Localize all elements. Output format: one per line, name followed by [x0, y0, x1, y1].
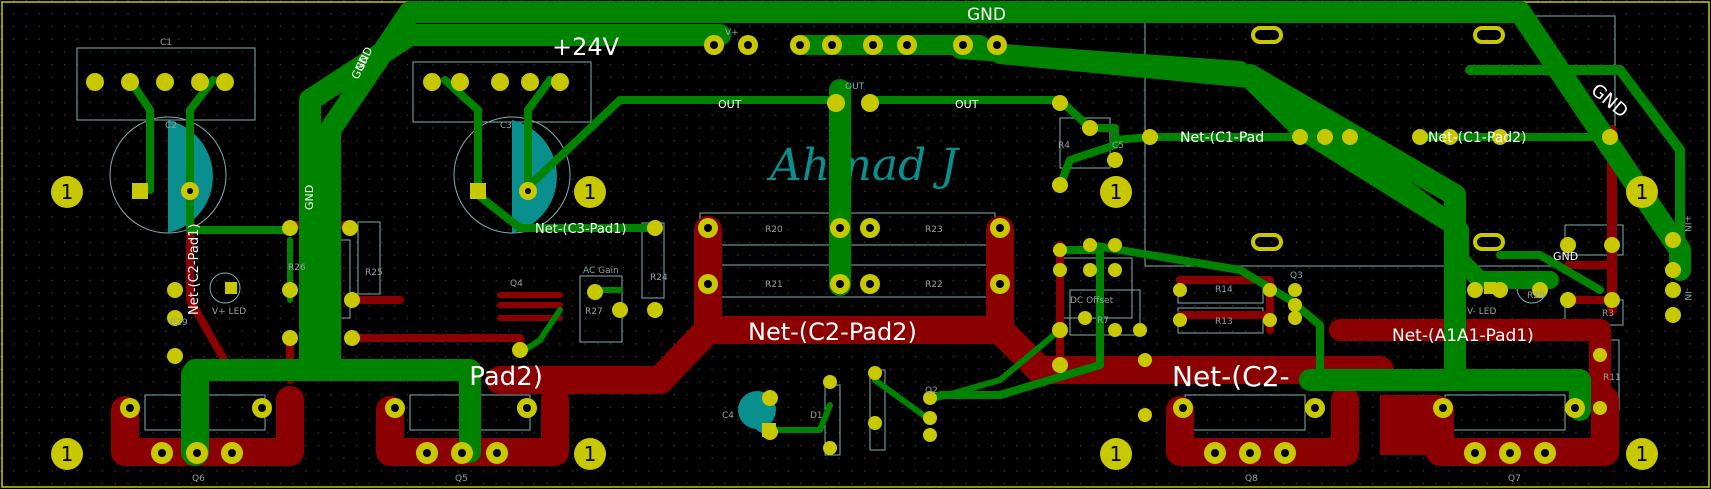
- pad-holes: [126, 41, 1579, 457]
- net-label-c1pad-a: Net-(C1-Pad: [1180, 130, 1264, 146]
- ref-d1: D1: [810, 411, 823, 421]
- ref-c5: C5: [1112, 141, 1124, 151]
- ref-r11: R11: [1603, 373, 1621, 383]
- net-label-out-right: OUT: [955, 98, 979, 111]
- net-label-gnd-top: GND: [967, 5, 1006, 25]
- net-label-out-center: OUT: [845, 82, 865, 92]
- ref-q5: Q5: [455, 474, 468, 484]
- pad-bottom: [120, 398, 1585, 464]
- net-label-vplus: V+: [725, 28, 739, 38]
- ref-c3: C3: [500, 121, 512, 131]
- net-label-plus24v: +24V: [552, 33, 620, 61]
- net-label-c2pad2-center: Net-(C2-Pad2): [748, 318, 917, 346]
- ref-r20: R20: [765, 225, 783, 235]
- pad-middle: [167, 218, 1681, 455]
- ref-r24: R24: [650, 273, 668, 283]
- net-label-c2pad1: Net-(C2-Pad1): [187, 224, 202, 315]
- ref-r13: R13: [1215, 317, 1233, 327]
- ref-q3: Q3: [1290, 271, 1303, 281]
- svg-text:1: 1: [1110, 180, 1123, 204]
- ref-q8: Q8: [1245, 474, 1258, 484]
- pads: [86, 35, 1681, 464]
- ref-r25: R25: [365, 268, 383, 278]
- ref-ac-gain: AC Gain: [583, 266, 619, 276]
- net-label-a1pad1: Net-(A1A1-Pad1): [1392, 326, 1534, 346]
- ref-r27: R27: [585, 307, 603, 317]
- svg-text:1: 1: [584, 442, 597, 466]
- ref-r4: R4: [1058, 141, 1070, 151]
- mounting-hole-6: 1: [574, 438, 606, 470]
- ref-q6: Q6: [192, 474, 205, 484]
- net-label-gnd-left-c: GND: [303, 185, 316, 210]
- mounting-slots: [1251, 26, 1505, 251]
- ref-r21: R21: [765, 280, 783, 290]
- ref-q4: Q4: [510, 279, 523, 289]
- ref-r29: R29: [170, 318, 188, 328]
- net-label-c2-right: Net-(C2-: [1172, 360, 1290, 393]
- ref-dc-offset: DC Offset: [1070, 296, 1114, 306]
- ref-c4: C4: [722, 411, 734, 421]
- designer-signature: Ahmad J: [766, 140, 960, 191]
- mounting-hole-7: 1: [1100, 438, 1132, 470]
- mounting-hole-8: 1: [1626, 438, 1658, 470]
- mounting-hole-4: 1: [1626, 176, 1658, 208]
- net-label-c1pad2: Net-(C1-Pad2): [1428, 130, 1526, 146]
- mounting-hole-1: 1: [51, 176, 83, 208]
- ref-c2: C2: [165, 121, 177, 131]
- reference-designators: C1 C2 C3 C4 C5 R20 R23 R21 R22 R24 R25 R…: [160, 38, 1692, 484]
- ref-r22: R22: [925, 280, 943, 290]
- svg-text:1: 1: [61, 180, 74, 204]
- ref-r3: R3: [1602, 309, 1614, 319]
- svg-text:1: 1: [1636, 180, 1649, 204]
- net-label-gnd-right-small: GND: [1553, 250, 1578, 263]
- mounting-hole-5: 1: [51, 438, 83, 470]
- ref-r14: R14: [1215, 285, 1233, 295]
- mounting-hole-2: 1: [574, 176, 606, 208]
- ref-r28: R28: [1527, 291, 1545, 301]
- ref-in-plus: +IN: [1682, 215, 1692, 232]
- mounting-holes: 1 1 1 1 1 1 1 1: [51, 176, 1658, 470]
- ref-r7: R7: [1097, 316, 1109, 326]
- ref-q7: Q7: [1508, 474, 1521, 484]
- ref-vled-left: V+ LED: [212, 307, 246, 317]
- ref-vled-right: V- LED: [1467, 307, 1496, 317]
- ref-c1: C1: [160, 38, 172, 48]
- svg-text:1: 1: [61, 442, 74, 466]
- net-label-out-left: OUT: [718, 98, 742, 111]
- ref-r23: R23: [925, 225, 943, 235]
- svg-text:1: 1: [584, 180, 597, 204]
- ref-q2: Q2: [925, 386, 938, 396]
- ref-r26: R26: [288, 263, 306, 273]
- svg-text:1: 1: [1110, 442, 1123, 466]
- ref-in-minus: -IN: [1682, 288, 1692, 301]
- net-label-c3pad1: Net-(C3-Pad1): [535, 222, 626, 237]
- mounting-hole-3: 1: [1100, 176, 1132, 208]
- svg-text:1: 1: [1636, 442, 1649, 466]
